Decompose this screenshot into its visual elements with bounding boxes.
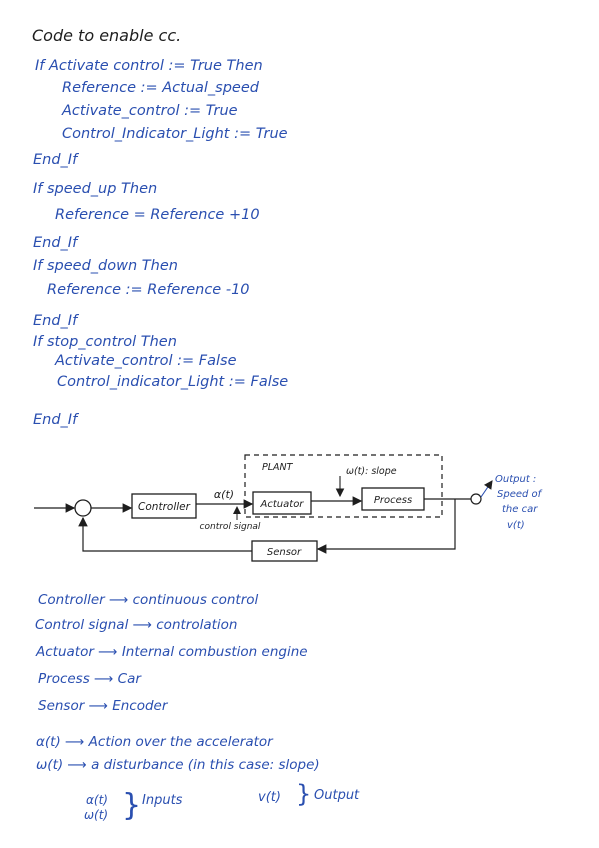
legend-item: Process ⟶ Car: [38, 671, 141, 687]
code-line: Reference := Reference -10: [47, 282, 250, 298]
feedback-line-left: [78, 516, 252, 552]
actuator-label: Actuator: [260, 499, 305, 510]
code-line: Activate_control := True: [62, 103, 238, 119]
output-label-line: Output :: [495, 474, 536, 485]
inputs-label: Inputs: [142, 793, 183, 808]
input-var: α(t): [86, 793, 108, 807]
code-line: If stop_control Then: [33, 334, 177, 350]
plant-box: [244, 454, 443, 518]
output-brace: }: [296, 780, 312, 808]
controller-block: [131, 493, 197, 519]
code-line: End_If: [33, 313, 78, 329]
code-line: If speed_down Then: [33, 258, 178, 274]
code-line: Control_indicator_Light := False: [57, 374, 289, 390]
code-line: End_If: [33, 412, 78, 428]
output-node: [470, 493, 482, 505]
code-line: End_If: [33, 235, 78, 251]
output-label-line: Speed of: [497, 489, 543, 500]
output-label: Output: [314, 788, 360, 803]
legend-item: Control signal ⟶ controlation: [35, 617, 238, 633]
code-line: Reference = Reference +10: [55, 207, 260, 223]
feedback-line-right: [316, 499, 456, 554]
disturbance-label: ω(t): slope: [346, 466, 397, 477]
code-line: End_If: [33, 152, 78, 168]
page-title: Code to enable cc.: [32, 26, 182, 45]
plant-label: PLANT: [262, 462, 294, 473]
controller-label: Controller: [138, 501, 191, 513]
output-label-line: the car: [502, 504, 538, 515]
actuator-block: [252, 491, 312, 515]
control-signal-label: control signal: [200, 522, 261, 532]
definition-item: α(t) ⟶ Action over the accelerator: [36, 734, 273, 750]
summing-junction: [74, 499, 92, 517]
code-line: If speed_up Then: [33, 181, 158, 197]
code-line: Control_Indicator_Light := True: [62, 126, 288, 142]
process-label: Process: [374, 495, 412, 506]
output-var: v(t): [258, 790, 281, 805]
output-arrow: [480, 480, 493, 498]
inputs-brace: }: [122, 788, 142, 823]
code-line: Reference := Actual_speed: [62, 80, 259, 96]
code-line: Activate_control := False: [55, 353, 237, 369]
input-var: ω(t): [84, 808, 109, 822]
legend-item: Sensor ⟶ Encoder: [38, 698, 168, 714]
block-diagram: Controller α(t) control signal PLANT Act…: [34, 454, 543, 562]
sensor-label: Sensor: [267, 547, 302, 558]
legend-item: Controller ⟶ continuous control: [38, 592, 259, 608]
output-label-line: v(t): [507, 520, 525, 531]
legend-item: Actuator ⟶ Internal combustion engine: [36, 644, 308, 660]
definition-item: ω(t) ⟶ a disturbance (in this case: slop…: [36, 757, 320, 773]
alpha-signal-label: α(t): [214, 488, 234, 501]
code-line: If Activate control := True Then: [35, 58, 263, 74]
